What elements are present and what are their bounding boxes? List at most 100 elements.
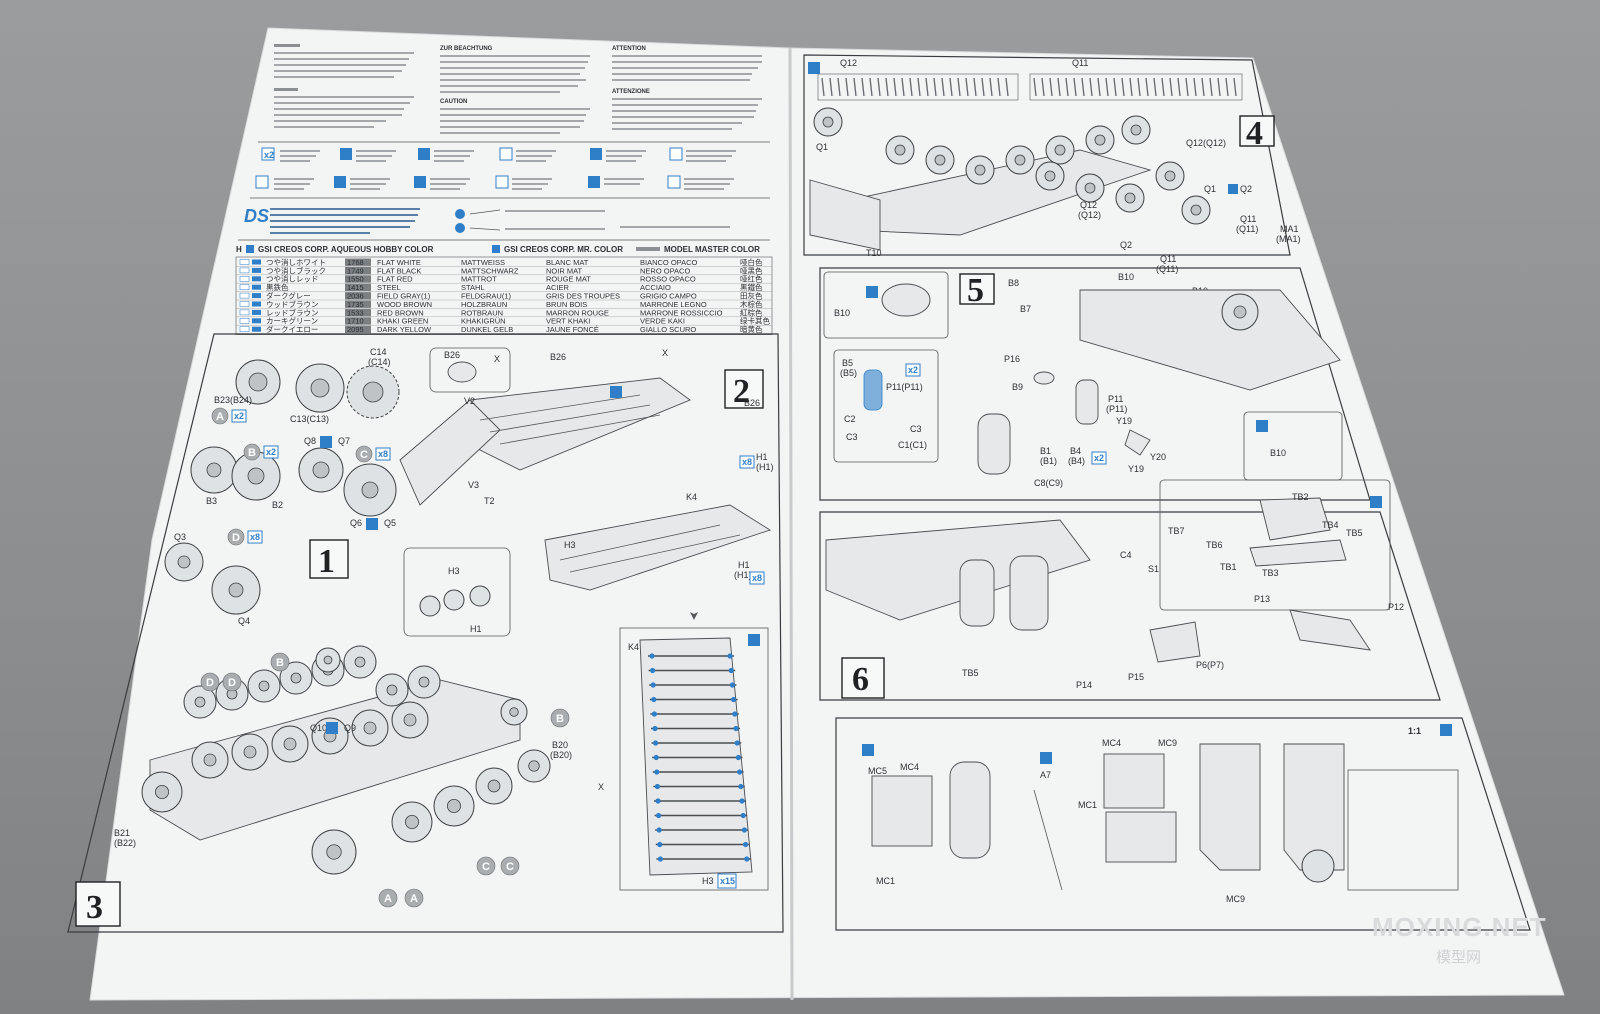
track-pin — [997, 77, 1001, 97]
label-q6: Q6 — [350, 518, 362, 528]
label-b23: B23(B24) — [214, 395, 252, 405]
color-cell-jp: つや消しレッド — [266, 274, 319, 284]
color-cell-it: VERDE KAKI — [640, 317, 685, 326]
inset-b10 — [823, 271, 949, 339]
color-cell-de: KHAKIGRÜN — [461, 317, 506, 326]
color-cell-fr: VERT KHAKI — [546, 317, 590, 326]
road-wheel — [1075, 173, 1105, 203]
step-3-box — [75, 881, 121, 927]
label-b10-inset: B10 — [834, 308, 850, 318]
step-3-badges: D D B B C C A A — [200, 652, 570, 908]
track-pin — [917, 77, 921, 97]
color-cell-jp: レッドブラウン — [266, 307, 319, 317]
color-cell-cn: 哑白色 — [740, 257, 763, 267]
label-b10-top: B10 — [1118, 272, 1134, 282]
label-tb6: TB6 — [1206, 540, 1223, 550]
svg-text:x2: x2 — [264, 150, 274, 160]
label-c14: C14 — [370, 347, 387, 357]
step-1-number: 1 — [318, 543, 335, 580]
road-wheel — [1181, 195, 1211, 225]
svg-text:A: A — [216, 411, 224, 423]
color-cell-fr: NOIR MAT — [546, 266, 583, 275]
aqueous-header: GSI CREOS CORP. AQUEOUS HOBBY COLOR — [258, 245, 434, 254]
track-pin — [1097, 77, 1101, 97]
track-link — [655, 841, 750, 848]
svg-text:B: B — [248, 447, 256, 459]
color-cell-it: ACCIAIO — [640, 283, 671, 292]
track-pin — [1033, 77, 1037, 97]
track-link — [653, 783, 745, 790]
symbol-row-1: x2 — [261, 147, 736, 162]
color-cell-de: MATTSCHWARZ — [461, 266, 519, 275]
color-cell-code: 1768 — [347, 258, 364, 267]
hull-bottom: B26 X B26 V2 T2 V3 H1 (H1) x8 — [399, 348, 774, 506]
label-mc4-right: MC4 — [1102, 738, 1121, 748]
label-q11-right-alt: (Q11) — [1236, 224, 1258, 234]
track-pin — [837, 77, 841, 97]
right-frame-step7 — [835, 717, 1531, 931]
label-t2: T2 — [484, 496, 495, 506]
step-6-box — [841, 657, 885, 699]
color-cell-de: FELDGRAU(1) — [461, 292, 512, 301]
color-cell-fr: GRIS DES TROUPES — [546, 292, 620, 301]
label-y19-b: Y19 — [1128, 464, 1144, 474]
track-pin — [1089, 77, 1093, 97]
svg-text:B26: B26 — [444, 350, 460, 360]
track-link — [649, 682, 737, 688]
track-link — [654, 812, 748, 819]
svg-text:A: A — [410, 893, 418, 905]
road-wheel — [231, 733, 269, 771]
label-b1-alt: (B1) — [1040, 456, 1057, 466]
center-fold — [788, 47, 794, 1001]
road-wheel — [191, 741, 229, 779]
track-link — [654, 798, 746, 804]
label-t10: T10 — [866, 248, 882, 258]
track-pin — [941, 77, 945, 97]
svg-text:C: C — [482, 861, 490, 873]
track-pin — [1005, 77, 1009, 97]
sprocket-wheels: C14 (C14) B23(B24) C13(C13) — [214, 347, 400, 424]
svg-text:x2: x2 — [1094, 453, 1104, 463]
color-cell-it: ROSSO OPACO — [640, 275, 696, 284]
track-link — [652, 769, 744, 775]
track-link — [648, 667, 736, 674]
track-pin — [869, 77, 873, 97]
label-c2: C2 — [844, 414, 856, 424]
svg-text:B: B — [556, 713, 564, 725]
color-cell-de: DUNKEL GELB — [461, 325, 513, 334]
track-pin — [957, 77, 961, 97]
arrow-down — [690, 604, 698, 620]
svg-text:A: A — [384, 893, 392, 905]
svg-text:X: X — [494, 354, 500, 364]
road-wheel — [965, 155, 995, 185]
color-cell-code: 2036 — [347, 292, 364, 301]
loose-wheel — [141, 771, 183, 813]
label-b7: B7 — [1020, 304, 1031, 314]
svg-text:x8: x8 — [378, 449, 388, 459]
step-7-diagram: 1:1 MC5 MC4 A7 MC1 MC4 MC9 MC1 MC9 — [862, 724, 1459, 904]
color-cell-it: NERO OPACO — [640, 266, 690, 275]
paint-icon — [808, 62, 820, 74]
color-cell-code: 1550 — [347, 275, 364, 284]
svg-text:D: D — [232, 532, 240, 544]
notes-block: ZUR BEACHTUNG CAUTION ATTENTION ATTENZIO… — [274, 44, 762, 134]
mr-header: GSI CREOS CORP. MR. COLOR — [504, 245, 623, 254]
label-b3: B3 — [206, 496, 217, 506]
label-tb5: TB5 — [1346, 528, 1363, 538]
label-q11-right: Q11 — [1240, 214, 1256, 224]
label-x: X — [662, 348, 668, 358]
track-pin — [1081, 77, 1085, 97]
label-p6: P6(P7) — [1196, 660, 1224, 670]
label-ma1: MA1 — [1280, 224, 1299, 234]
label-q11-bottom-alt: (Q11) — [1156, 264, 1178, 274]
step-5-box — [959, 273, 995, 305]
track-link — [650, 711, 739, 717]
color-cell-en: KHAKI GREEN — [377, 317, 428, 326]
glue-icon — [610, 386, 622, 398]
road-wheel — [1121, 115, 1151, 145]
color-cell-fr: JAUNE FONCÉ — [546, 325, 599, 334]
road-wheel — [391, 701, 429, 739]
track-pin — [1201, 77, 1205, 97]
